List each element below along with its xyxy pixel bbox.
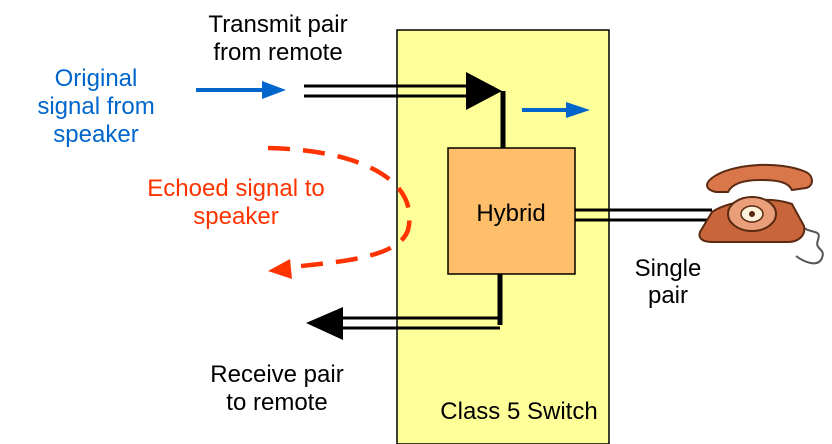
switch-label: Class 5 Switch bbox=[440, 398, 597, 425]
receive-pair-label-line2: to remote bbox=[226, 389, 327, 416]
transmit-arrowhead bbox=[466, 72, 502, 110]
transmit-pair-line bbox=[304, 72, 506, 148]
echo-label-line1: Echoed signal to bbox=[147, 175, 324, 202]
single-pair-line bbox=[575, 208, 712, 222]
original-signal-label-line2: signal from bbox=[37, 93, 154, 120]
original-signal-label-line1: Original bbox=[55, 65, 138, 92]
original-signal-arrow bbox=[196, 81, 286, 99]
echo-path bbox=[267, 145, 412, 279]
receive-pair-label-line1: Receive pair bbox=[210, 361, 343, 388]
hybrid-label: Hybrid bbox=[476, 200, 545, 227]
forwarded-signal-arrow bbox=[522, 102, 590, 118]
single-pair-label-line2: pair bbox=[648, 282, 688, 309]
telephone-icon bbox=[698, 163, 824, 265]
original-signal-label-line3: speaker bbox=[53, 121, 138, 148]
transmit-pair-label-line1: Transmit pair bbox=[208, 11, 347, 38]
single-pair-label-line1: Single bbox=[635, 255, 702, 282]
echo-label-line2: speaker bbox=[193, 203, 278, 230]
hybrid-box bbox=[447, 147, 576, 275]
transmit-pair-label-line2: from remote bbox=[213, 39, 342, 66]
receive-arrowhead bbox=[306, 307, 343, 340]
receive-pair-line bbox=[306, 274, 503, 340]
